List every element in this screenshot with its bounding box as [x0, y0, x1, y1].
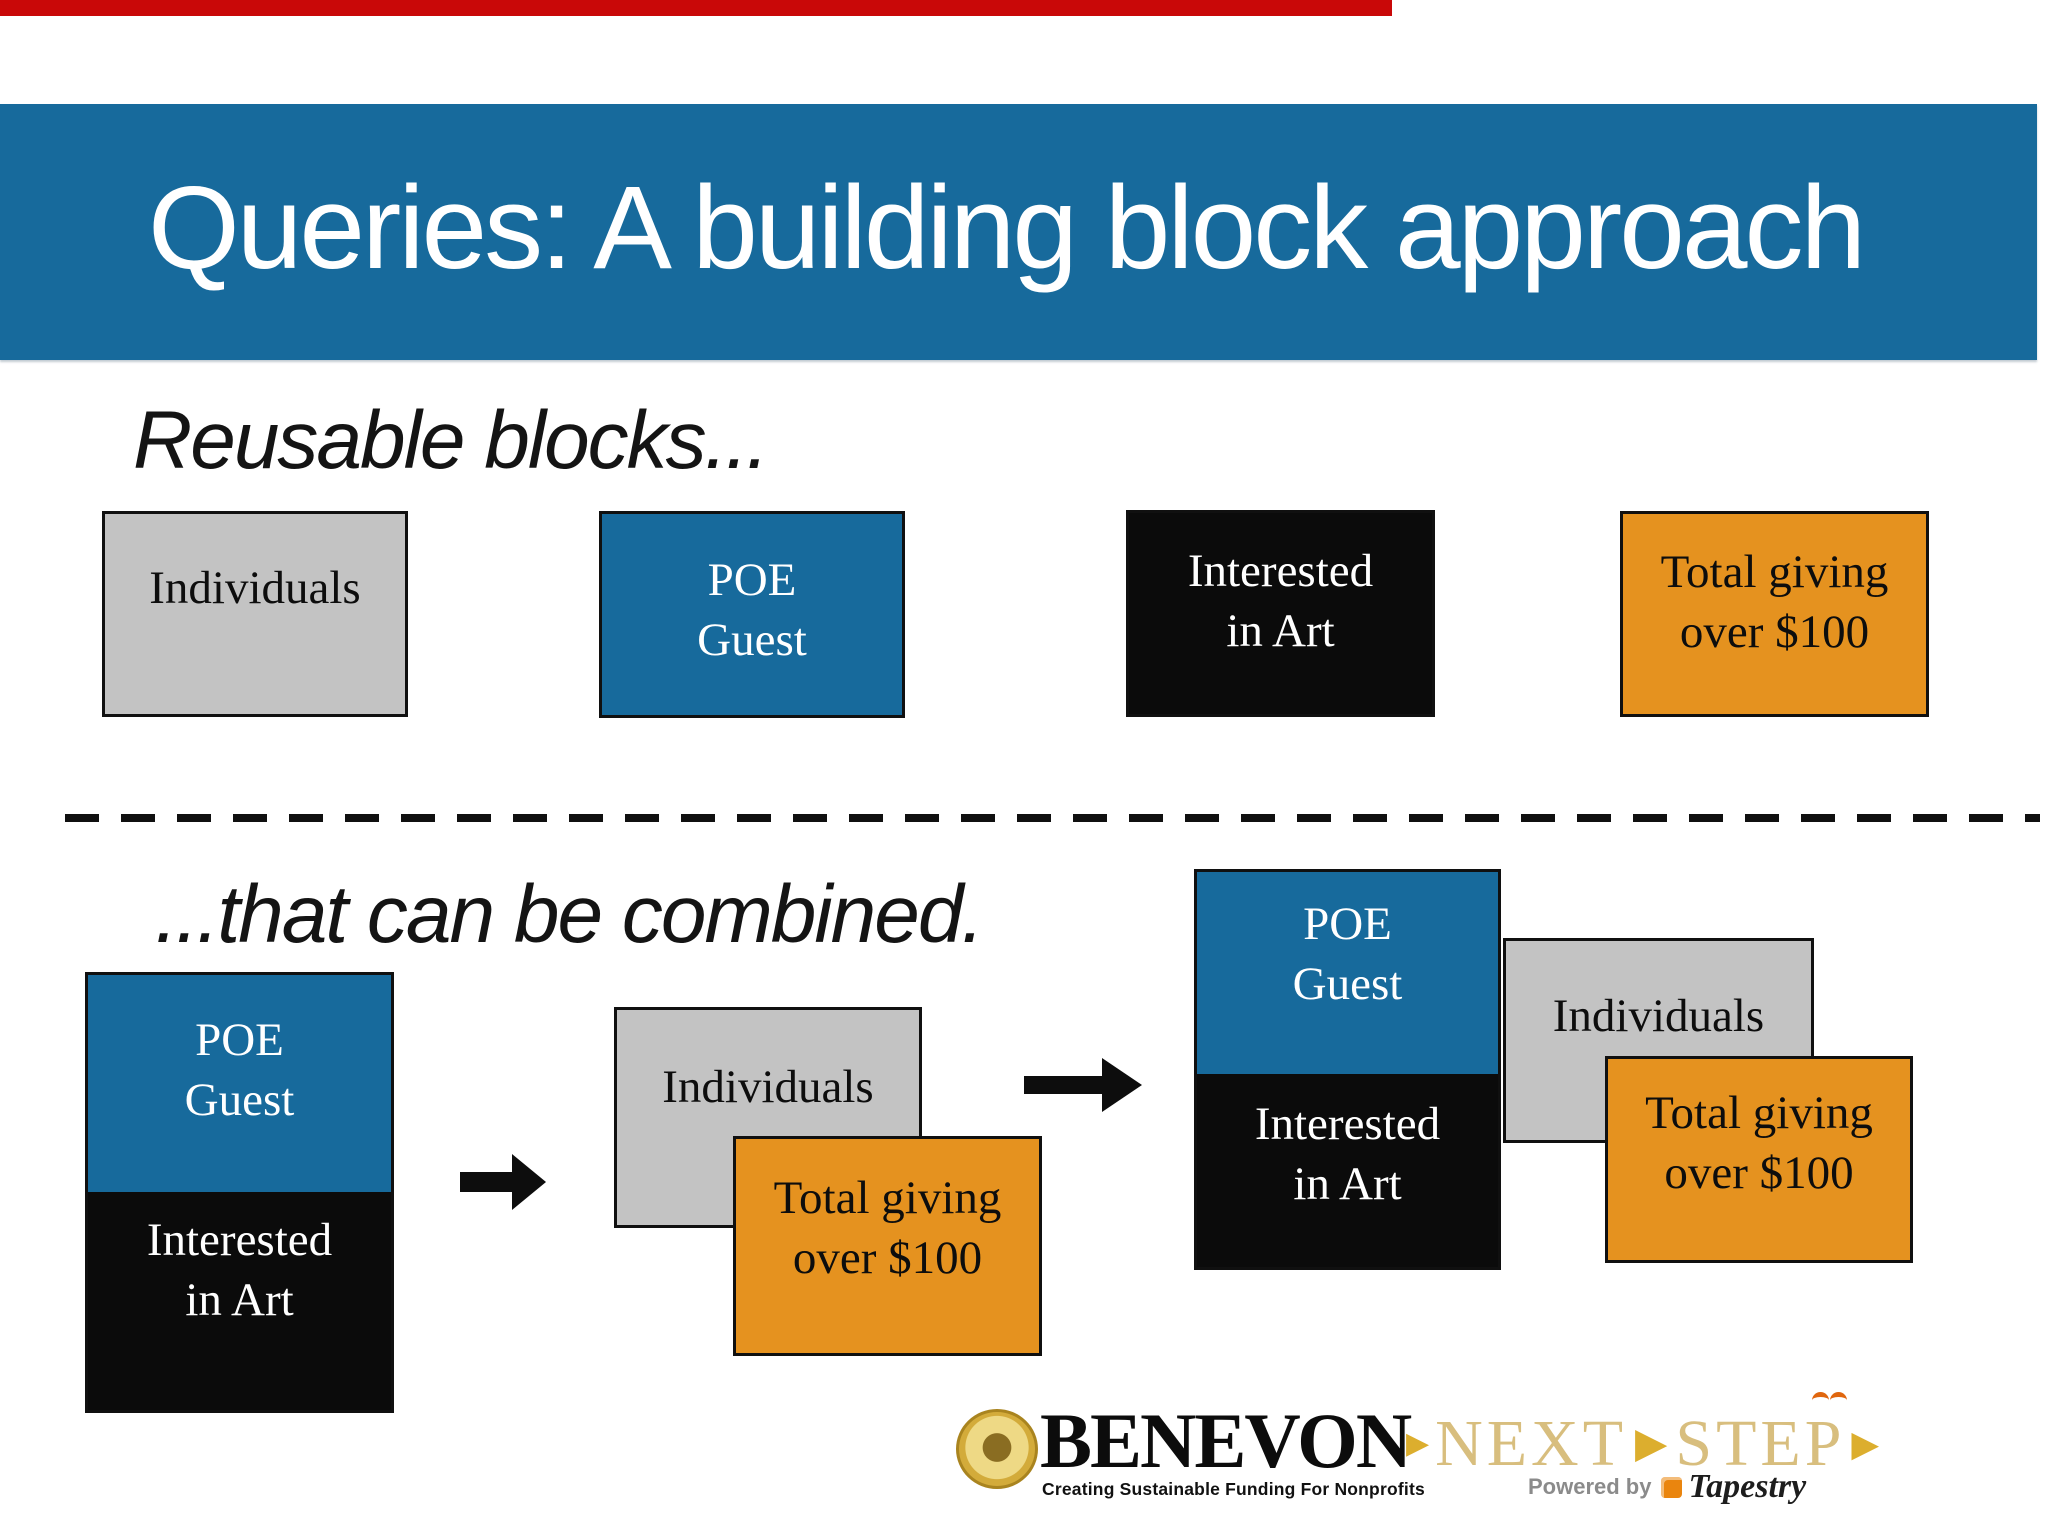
- block-label: over $100: [1679, 606, 1870, 658]
- page-title: Queries: A building block approach: [148, 162, 1866, 294]
- block-label: Interested: [1187, 545, 1374, 597]
- block-label: in Art: [185, 1274, 294, 1326]
- block-label: in Art: [1293, 1158, 1402, 1210]
- block-total-giving: Total giving over $100: [1620, 511, 1929, 717]
- stack-poe-part: POE Guest: [1197, 872, 1498, 1074]
- benevon-coin-icon: [956, 1409, 1038, 1489]
- block-total-giving: Total giving over $100: [733, 1136, 1042, 1356]
- powered-by-label: Powered by: [1528, 1474, 1652, 1499]
- reusable-blocks-label: Reusable blocks...: [133, 395, 769, 486]
- powered-by-tapestry: Powered by Tapestry: [1528, 1468, 1806, 1506]
- benevon-tagline: Creating Sustainable Funding For Nonprof…: [1042, 1479, 1425, 1499]
- combined-label: ...that can be combined.: [155, 869, 984, 960]
- block-interested-in-art: Interested in Art: [1126, 510, 1435, 717]
- block-label: over $100: [792, 1232, 983, 1284]
- block-label: over $100: [1664, 1147, 1854, 1199]
- gold-arrow-icon: ▶: [1406, 1427, 1430, 1460]
- stack-poe-art: POE Guest Interested in Art: [85, 972, 394, 1413]
- gold-arrow-icon: ▶: [1851, 1424, 1880, 1464]
- block-label: Interested: [1254, 1098, 1441, 1150]
- block-label: POE: [1303, 898, 1392, 950]
- block-total-giving: Total giving over $100: [1605, 1056, 1913, 1263]
- stack-art-part: Interested in Art: [1197, 1074, 1498, 1214]
- block-label: Interested: [146, 1214, 333, 1266]
- block-label: Total giving: [1645, 1087, 1873, 1139]
- block-label: POE: [195, 1014, 284, 1066]
- title-band: [0, 104, 2037, 360]
- block-label: in Art: [1226, 605, 1335, 657]
- block-label: Total giving: [1660, 546, 1889, 598]
- block-label: Total giving: [773, 1172, 1002, 1224]
- block-label: Individuals: [1552, 990, 1765, 1042]
- block-label: POE: [707, 554, 797, 606]
- stack-poe-part: POE Guest: [88, 975, 391, 1192]
- tapestry-logo: Tapestry: [1688, 1468, 1807, 1505]
- right-arrow-icon: [460, 1154, 546, 1210]
- block-label: Individuals: [149, 562, 361, 614]
- next-step-step: STEP: [1675, 1407, 1846, 1480]
- block-label: Individuals: [662, 1061, 874, 1113]
- next-step-next: NEXT: [1435, 1407, 1628, 1480]
- block-label: Guest: [184, 1074, 295, 1126]
- etapestry-icon: [1661, 1476, 1683, 1498]
- dashed-divider: [65, 814, 2040, 822]
- block-label: Guest: [1292, 958, 1403, 1010]
- block-label: Guest: [697, 614, 807, 666]
- video-progress-bar: [0, 0, 1392, 16]
- orange-arc-mark: [1812, 1392, 1852, 1406]
- next-step-logo: ▶ NEXT ▶ STEP ▶: [1406, 1404, 1879, 1484]
- block-individuals: Individuals: [102, 511, 408, 717]
- gold-arrow-icon: ▶: [1635, 1421, 1668, 1467]
- stack-poe-art: POE Guest Interested in Art: [1194, 869, 1501, 1270]
- benevon-logo: BENEVON: [1040, 1397, 1412, 1484]
- stack-art-part: Interested in Art: [88, 1192, 391, 1330]
- right-arrow-icon: [1024, 1058, 1142, 1112]
- block-poe-guest: POE Guest: [599, 511, 905, 718]
